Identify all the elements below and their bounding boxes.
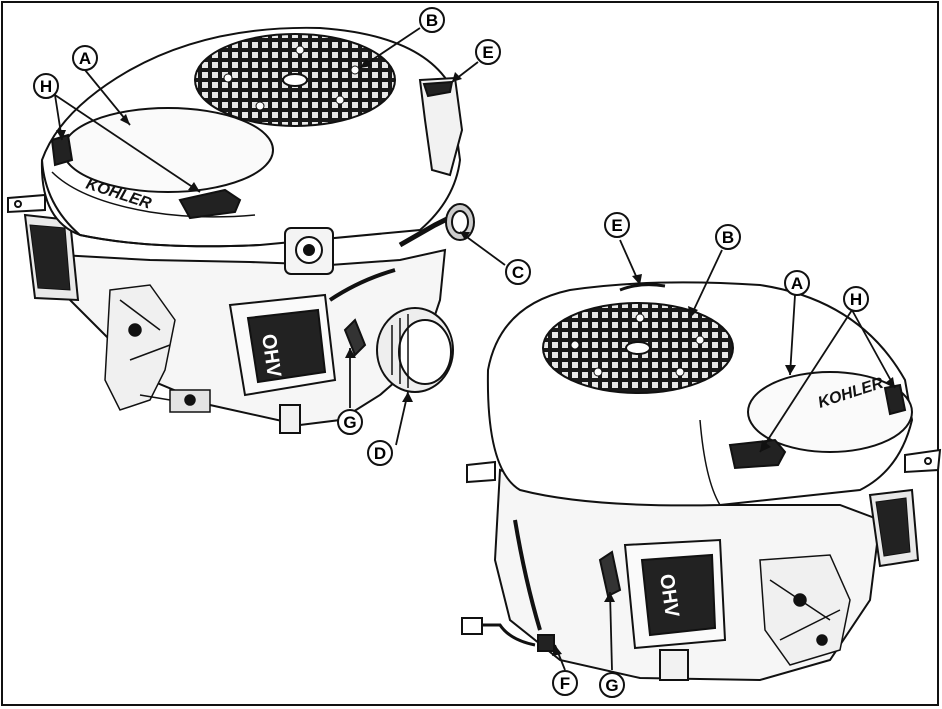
engine-right-dipstick bbox=[598, 550, 622, 598]
engine-left-mount-tab bbox=[7, 193, 46, 214]
svg-text:A: A bbox=[791, 274, 803, 293]
callout-right-B: B bbox=[715, 224, 741, 250]
callout-right-F: F bbox=[552, 670, 578, 696]
engine-right-ridge bbox=[619, 283, 666, 292]
svg-text:E: E bbox=[611, 216, 622, 235]
callout-right-E: E bbox=[604, 212, 630, 238]
engine-left bbox=[7, 26, 475, 434]
engine-right-top-panel bbox=[747, 371, 913, 453]
callout-left-B: B bbox=[419, 7, 445, 33]
engine-right-mount-tab bbox=[904, 448, 942, 474]
callout-left-E: E bbox=[475, 39, 501, 65]
engine-left-carburetor-linkage bbox=[104, 284, 211, 413]
svg-text:C: C bbox=[512, 263, 524, 282]
callout-left-H: H bbox=[33, 73, 59, 99]
engine-right-carburetor-linkage bbox=[759, 554, 851, 666]
callout-left-G: G bbox=[337, 409, 363, 435]
engine-right-handle-front bbox=[728, 438, 787, 470]
engine-right-valve-cover bbox=[623, 538, 727, 650]
svg-text:E: E bbox=[482, 43, 493, 62]
svg-text:G: G bbox=[605, 676, 618, 695]
engine-right bbox=[461, 281, 942, 682]
svg-text:D: D bbox=[374, 444, 386, 463]
engine-right-handle-side bbox=[883, 383, 907, 416]
svg-text:B: B bbox=[722, 228, 734, 247]
callout-right-H: H bbox=[843, 286, 869, 312]
engine-left-handle-front bbox=[178, 188, 242, 220]
engine-right-oil-sensor bbox=[537, 634, 555, 652]
callout-left-A: A bbox=[72, 45, 98, 71]
engine-left-valve-cover bbox=[228, 293, 337, 397]
svg-text:B: B bbox=[426, 11, 438, 30]
svg-text:F: F bbox=[560, 674, 570, 693]
svg-text:H: H bbox=[850, 290, 862, 309]
leader-arrowheads bbox=[56, 58, 895, 656]
engine-right-wire-harness bbox=[470, 623, 536, 647]
callout-right-A: A bbox=[784, 270, 810, 296]
callout-left-C: C bbox=[505, 259, 531, 285]
callout-left-D: D bbox=[367, 440, 393, 466]
svg-text:H: H bbox=[40, 77, 52, 96]
engine-left-oil-filter bbox=[376, 307, 454, 393]
svg-text:A: A bbox=[79, 49, 91, 68]
engine-left-dipstick bbox=[343, 318, 367, 357]
callout-right-G: G bbox=[599, 672, 625, 698]
svg-text:G: G bbox=[343, 413, 356, 432]
